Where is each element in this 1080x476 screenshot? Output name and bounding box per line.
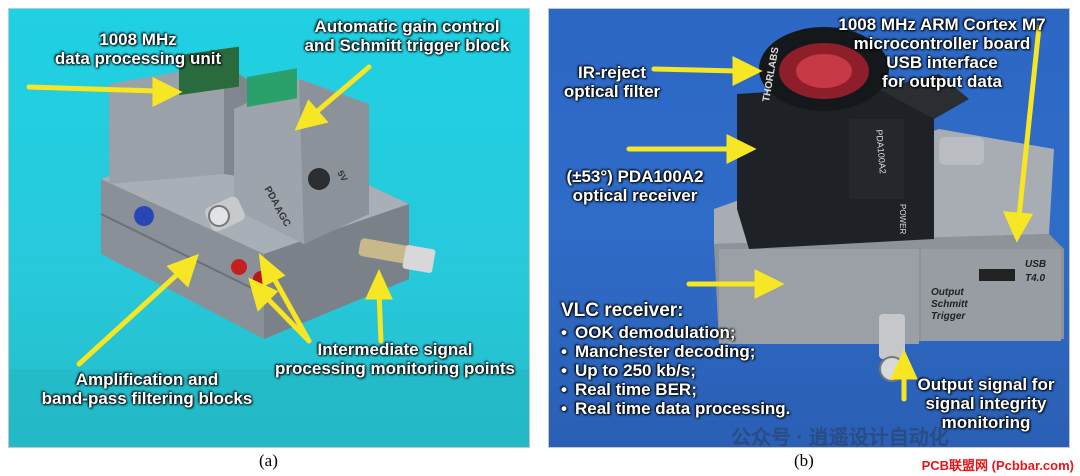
label-processing-unit: 1008 MHz data processing unit bbox=[43, 30, 233, 68]
photo-panel-b: THORLABS PDA100A2 USB T4.0 Output Schmit… bbox=[548, 8, 1070, 448]
label-line: 1008 MHz bbox=[99, 30, 177, 49]
label-line: processing monitoring points bbox=[275, 359, 515, 378]
label-line: Intermediate signal bbox=[317, 340, 473, 359]
label-line: for output data bbox=[882, 72, 1002, 91]
device-mark-schmitt: Output Schmitt Trigger bbox=[931, 287, 968, 322]
label-line: band-pass filtering blocks bbox=[41, 389, 253, 408]
device-mark-t40: T4.0 bbox=[1025, 273, 1046, 284]
label-line: Amplification and bbox=[75, 370, 219, 389]
photo-panel-a: 1008 MHz data processing unit Automatic … bbox=[8, 8, 530, 448]
label-ir-filter: IR-reject optical filter bbox=[553, 63, 671, 101]
label-line: 1008 MHz ARM Cortex M7 bbox=[838, 15, 1046, 34]
label-line: (±53°) PDA100A2 bbox=[566, 167, 704, 186]
label-line: monitoring bbox=[941, 413, 1031, 432]
label-line: Automatic gain control bbox=[314, 17, 500, 36]
device-mark-power: POWER bbox=[898, 204, 907, 235]
list-item: Manchester decoding; bbox=[561, 342, 861, 361]
label-amplification-blocks: Amplification and band-pass filtering bl… bbox=[37, 370, 257, 408]
device-mark-usb: USB bbox=[1025, 259, 1047, 270]
site-credit: PCB联盟网 (Pcbbar.com) bbox=[921, 458, 1074, 473]
label-line: optical filter bbox=[563, 82, 661, 101]
label-line: IR-reject bbox=[577, 63, 647, 82]
list-item: Real time BER; bbox=[561, 380, 861, 399]
vlc-feature-list: OOK demodulation; Manchester decoding; U… bbox=[561, 323, 861, 418]
vlc-title: VLC receiver: bbox=[561, 300, 684, 321]
label-output-signal: Output signal for signal integrity monit… bbox=[911, 375, 1061, 432]
label-line: and Schmitt trigger block bbox=[304, 36, 510, 55]
list-item: Up to 250 kb/s; bbox=[561, 361, 861, 380]
caption-a: (a) bbox=[259, 451, 278, 470]
label-line: USB interface bbox=[886, 53, 998, 72]
label-line: optical receiver bbox=[572, 186, 698, 205]
list-item: Real time data processing. bbox=[561, 399, 861, 418]
label-line: microcontroller board bbox=[853, 34, 1031, 53]
device-b-illustration bbox=[626, 24, 1064, 402]
label-line: data processing unit bbox=[54, 49, 222, 68]
list-item: OOK demodulation; bbox=[561, 323, 861, 342]
label-line: Output signal for bbox=[917, 375, 1055, 394]
watermark: 公众号 · 逍遥设计自动化 bbox=[731, 427, 949, 448]
device-a-illustration bbox=[9, 46, 529, 447]
label-vlc-receiver: VLC receiver: OOK demodulation; Manchest… bbox=[561, 299, 861, 418]
caption-b: (b) bbox=[794, 451, 814, 470]
label-monitoring-points: Intermediate signal processing monitorin… bbox=[267, 340, 523, 378]
label-agc-block: Automatic gain control and Schmitt trigg… bbox=[291, 17, 523, 55]
label-optical-receiver: (±53°) PDA100A2 optical receiver bbox=[553, 167, 717, 205]
label-line: signal integrity bbox=[925, 394, 1047, 413]
label-microcontroller: 1008 MHz ARM Cortex M7 microcontroller b… bbox=[817, 15, 1067, 91]
